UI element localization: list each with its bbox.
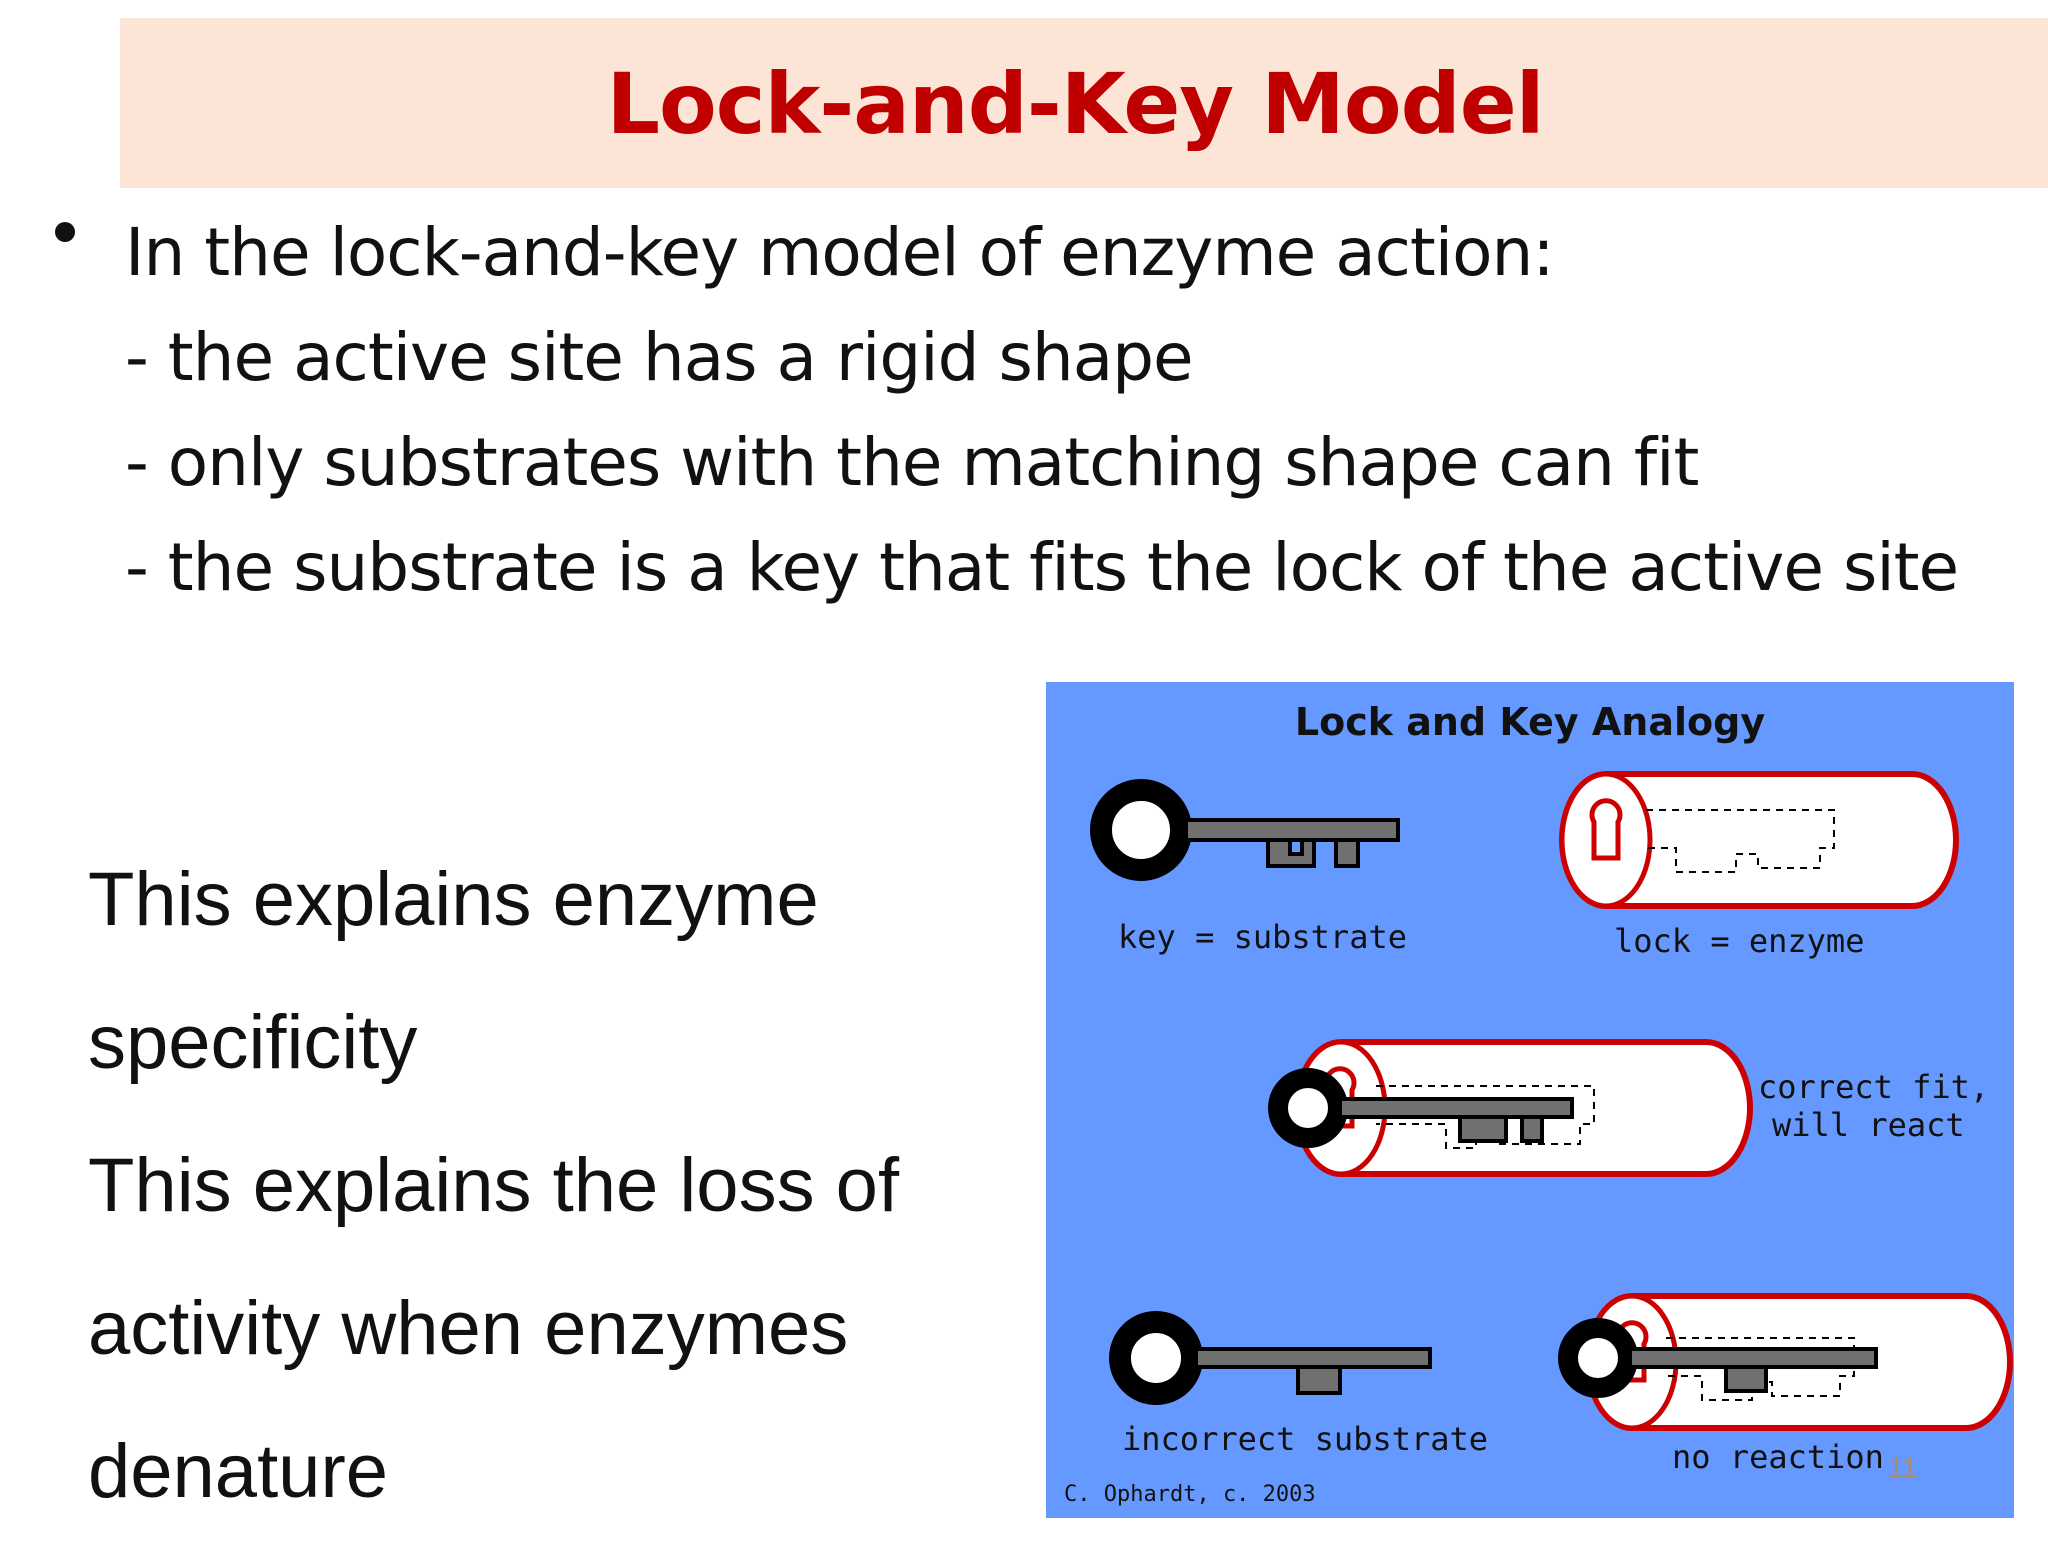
slide-title: Lock-and-Key Model xyxy=(606,55,1544,153)
figure-title: Lock and Key Analogy xyxy=(1294,700,1766,744)
key-icon xyxy=(1090,779,1400,881)
bullet-line: - the substrate is a key that fits the l… xyxy=(125,529,1959,606)
incorrect-substrate-label: incorrect substrate xyxy=(1122,1420,1489,1458)
explanation-line: activity when enzymes xyxy=(88,1286,849,1371)
figure-credit: C. Ophardt, c. 2003 xyxy=(1064,1482,1316,1507)
no-reaction-icon xyxy=(1558,1293,2013,1431)
bullet-line: - only substrates with the matching shap… xyxy=(125,424,1699,501)
bullet-dot-icon xyxy=(55,222,75,242)
key-label: key = substrate xyxy=(1118,918,1407,956)
lock-and-key-illustration xyxy=(1090,771,2013,1431)
explanation-line: denature xyxy=(88,1429,389,1514)
explanation-line: This explains enzyme xyxy=(88,857,819,942)
bullet-line: In the lock-and-key model of enzyme acti… xyxy=(125,214,1555,291)
lock-icon xyxy=(1559,771,1959,909)
no-reaction-label: no reaction xyxy=(1672,1438,1884,1476)
correct-fit-label: correct fit, xyxy=(1758,1068,1990,1106)
bullet-lines: In the lock-and-key model of enzyme acti… xyxy=(125,200,1959,620)
bullet-line: - the active site has a rigid shape xyxy=(125,319,1194,396)
will-react-label: will react xyxy=(1772,1106,1965,1144)
lock-label: lock = enzyme xyxy=(1614,922,1865,960)
correct-fit-icon xyxy=(1268,1039,1753,1177)
incorrect-key-icon xyxy=(1109,1311,1432,1405)
lock-and-key-figure: Lock and Key Analogy key = substrate loc… xyxy=(1046,682,2014,1518)
explanation-line: This explains the loss of xyxy=(88,1143,900,1228)
title-band xyxy=(120,18,2048,188)
explanation-line: specificity xyxy=(88,1000,418,1085)
explanation-text: This explains enzyme specificity This ex… xyxy=(88,828,1068,1543)
page-number: 11 xyxy=(1888,1452,1918,1483)
